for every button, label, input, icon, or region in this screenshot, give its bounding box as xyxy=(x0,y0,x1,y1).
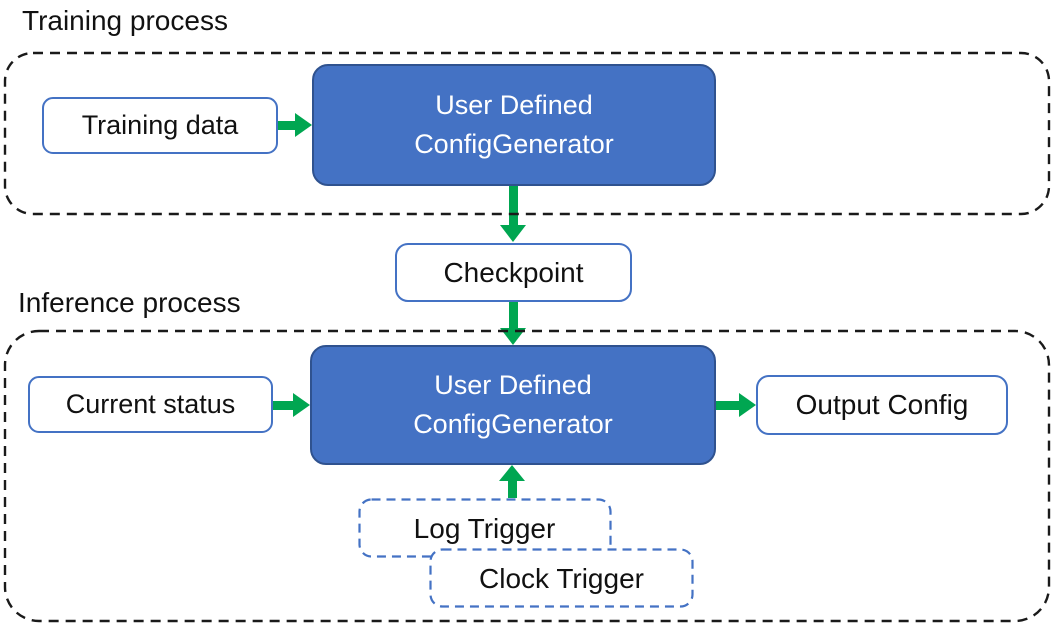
arrow-shaft xyxy=(508,186,518,225)
checkpoint-box: Checkpoint xyxy=(395,243,632,302)
arrow-shaft xyxy=(277,120,295,130)
log-trigger-box: Log Trigger xyxy=(359,500,610,557)
arrow-triggers-to-generator xyxy=(499,465,525,498)
generator-label-line2: ConfigGenerator xyxy=(413,409,613,439)
training-data-label: Training data xyxy=(81,110,239,140)
arrowhead-down-icon xyxy=(500,225,526,242)
arrowhead-down-icon xyxy=(500,328,526,345)
arrow-generator-to-checkpoint xyxy=(500,186,526,242)
arrow-checkpoint-to-generator xyxy=(500,302,526,345)
arrow-shaft xyxy=(507,481,517,498)
inference-process-title: Inference process xyxy=(18,287,241,318)
current-status-box: Current status xyxy=(28,376,273,433)
generator-label-line1: User Defined xyxy=(435,89,593,120)
log-trigger-label: Log Trigger xyxy=(413,512,556,544)
clock-trigger-label: Clock Trigger xyxy=(479,562,644,594)
arrow-training-data-to-generator xyxy=(277,113,312,137)
clock-trigger-box-border xyxy=(429,548,694,608)
arrow-shaft xyxy=(716,400,739,410)
arrowhead-right-icon xyxy=(293,393,310,417)
arrowhead-up-icon xyxy=(499,465,525,481)
training-process-title: Training process xyxy=(22,5,228,36)
generator-label-line1: User Defined xyxy=(434,369,592,400)
training-data-box: Training data xyxy=(42,97,278,154)
training-config-generator-box: User Defined ConfigGenerator xyxy=(312,64,716,186)
output-config-label: Output Config xyxy=(795,389,969,420)
arrow-generator-to-output-config xyxy=(716,393,756,417)
clock-trigger-box: Clock Trigger xyxy=(430,550,693,607)
arrowhead-right-icon xyxy=(739,393,756,417)
arrow-shaft xyxy=(272,400,293,410)
training-container-border xyxy=(3,51,1051,216)
checkpoint-label: Checkpoint xyxy=(443,256,584,288)
output-config-box: Output Config xyxy=(756,375,1008,435)
inference-config-generator-box: User Defined ConfigGenerator xyxy=(310,345,716,465)
current-status-label: Current status xyxy=(65,389,236,419)
arrow-current-status-to-generator xyxy=(272,393,310,417)
inference-container-border xyxy=(3,329,1051,623)
arrow-shaft xyxy=(508,302,518,328)
generator-label-line2: ConfigGenerator xyxy=(414,129,614,159)
arrowhead-right-icon xyxy=(295,113,312,137)
